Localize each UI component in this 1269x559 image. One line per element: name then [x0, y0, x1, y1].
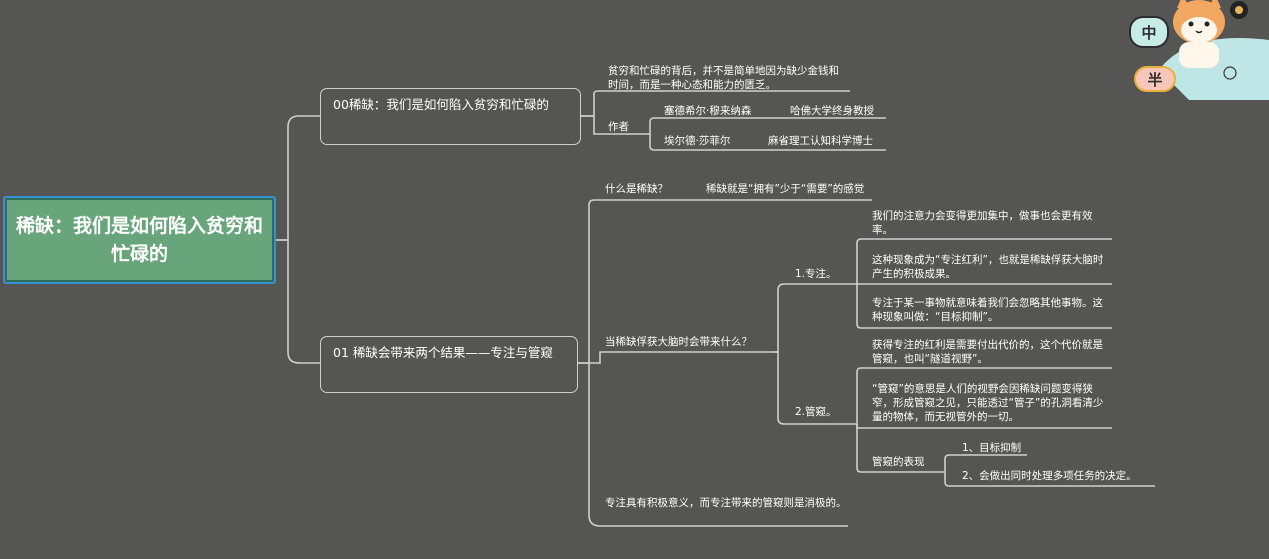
tunnel-item-2: “管窥”的意思是人们的视野会因稀缺问题变得狭窄，形成管窥之见，只能透过“管子”的…: [872, 383, 1104, 423]
manifest-item-2: 2、会做出同时处理多项任务的决定。: [962, 470, 1137, 482]
root-title: 稀缺：我们是如何陷入贫穷和忙碌的: [15, 215, 263, 265]
author-label: 作者: [608, 121, 629, 133]
focus-label: 1.专注。: [795, 268, 837, 280]
branch-1-topic[interactable]: 01 稀缺会带来两个结果——专注与管窥: [320, 336, 578, 393]
manifest-item-1: 1、目标抑制: [962, 442, 1022, 454]
focus-item-1: 我们的注意力会变得更加集中，做事也会更有效率。: [872, 210, 1093, 236]
author-1-name: 塞德希尔·穆来纳森: [664, 105, 752, 117]
branch-0-topic[interactable]: 00稀缺：我们是如何陷入贫穷和忙碌的: [320, 88, 581, 145]
author-1-title: 哈佛大学终身教授: [790, 105, 874, 117]
conclusion-text: 专注具有积极意义，而专注带来的管窥则是消极的。: [605, 497, 847, 509]
focus-item-3: 专注于某一事物就意味着我们会忽略其他事物。这种现象叫做：“目标抑制”。: [872, 297, 1103, 323]
shiba-mascot-illustration: [1159, 0, 1269, 100]
tunnel-label: 2.管窥。: [795, 406, 837, 418]
what-is-scarcity-answer: 稀缺就是“拥有”少于“需要”的感觉: [706, 183, 865, 195]
author-2-title: 麻省理工认知科学博士: [768, 135, 873, 147]
badge-top: 中: [1129, 16, 1169, 48]
tunnel-item-1: 获得专注的红利是需要付出代价的，这个代价就是管窥，也叫“隧道视野”。: [872, 339, 1103, 365]
badge-bottom: 半: [1134, 66, 1176, 92]
focus-item-2: 这种现象成为“专注红利”，也就是稀缺俘获大脑时产生的积极成果。: [872, 254, 1104, 280]
badge-bottom-text: 半: [1147, 70, 1163, 89]
branch-1-title: 01 稀缺会带来两个结果——专注与管窥: [333, 345, 553, 360]
tunnel-manifest-label: 管窥的表现: [872, 456, 925, 468]
branch-0-title: 00稀缺：我们是如何陷入贫穷和忙碌的: [333, 97, 549, 112]
branch-0-intro: 贫穷和忙碌的背后，并不是简单地因为缺少金钱和时间，而是一种心态和能力的匮乏。: [608, 65, 839, 91]
author-2-name: 埃尔德·莎菲尔: [664, 135, 731, 147]
what-is-scarcity-question: 什么是稀缺？: [605, 183, 668, 195]
brain-question: 当稀缺俘获大脑时会带来什么？: [605, 336, 752, 348]
badge-top-text: 中: [1141, 23, 1157, 42]
root-topic[interactable]: 稀缺：我们是如何陷入贫穷和忙碌的: [3, 196, 276, 284]
